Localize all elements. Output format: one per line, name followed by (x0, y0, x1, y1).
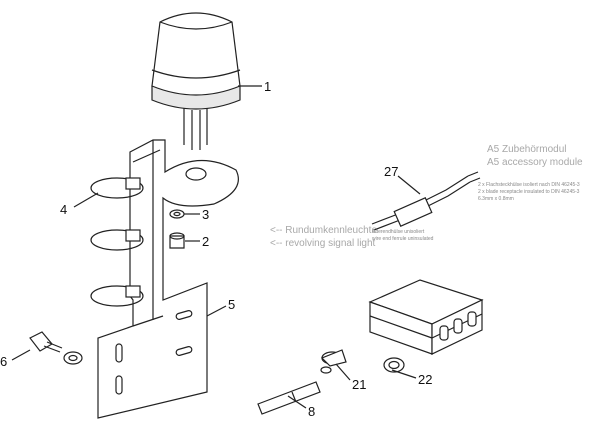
part-label-22: 22 (418, 372, 432, 387)
hose-clamps (90, 177, 144, 307)
note-receptacle-en: 2 x blade receptacle insulated to DIN 46… (478, 189, 580, 195)
note-ferrule-en: wire end ferrule uninsulated (372, 236, 434, 242)
caption-accessory-de: A5 Zubehörmodul (487, 144, 567, 155)
junction-box (368, 279, 484, 355)
leader-line (397, 175, 421, 195)
part-label-6: 6 (0, 354, 7, 369)
leader-line (73, 192, 99, 208)
cable-assembly (371, 171, 481, 231)
washer-small (169, 209, 185, 219)
part-label-4: 4 (60, 202, 67, 217)
leader-line (391, 369, 417, 379)
caption-beacon-de: <-- Rundumkennleuchte (270, 225, 377, 236)
note-receptacle-size: 6.3mm x 0.8mm (478, 196, 514, 202)
part-label-8: 8 (308, 404, 315, 419)
caption-accessory-en: A5 accessory module (487, 157, 583, 168)
part-label-27: 27 (384, 164, 398, 179)
leader-line (335, 363, 351, 381)
part-label-2: 2 (202, 234, 209, 249)
part-label-21: 21 (352, 377, 366, 392)
sealing-ring (383, 357, 405, 373)
part-label-1: 1 (264, 79, 271, 94)
leader-line (11, 349, 31, 361)
part-label-5: 5 (228, 297, 235, 312)
nut (169, 232, 185, 249)
beacon-light (151, 12, 241, 150)
leader-line (287, 395, 307, 409)
leader-line (206, 305, 227, 317)
note-ferrule-de: Aderendhülse unisoliert (372, 229, 425, 235)
screw-and-washer (29, 331, 83, 365)
part-label-3: 3 (202, 207, 209, 222)
cable-gland (320, 349, 347, 374)
mounting-bracket (97, 139, 239, 419)
note-receptacle-de: 2 x Flachsteckhülse isoliert nach DIN 46… (478, 182, 580, 188)
caption-beacon-en: <-- revolving signal light (270, 238, 376, 249)
